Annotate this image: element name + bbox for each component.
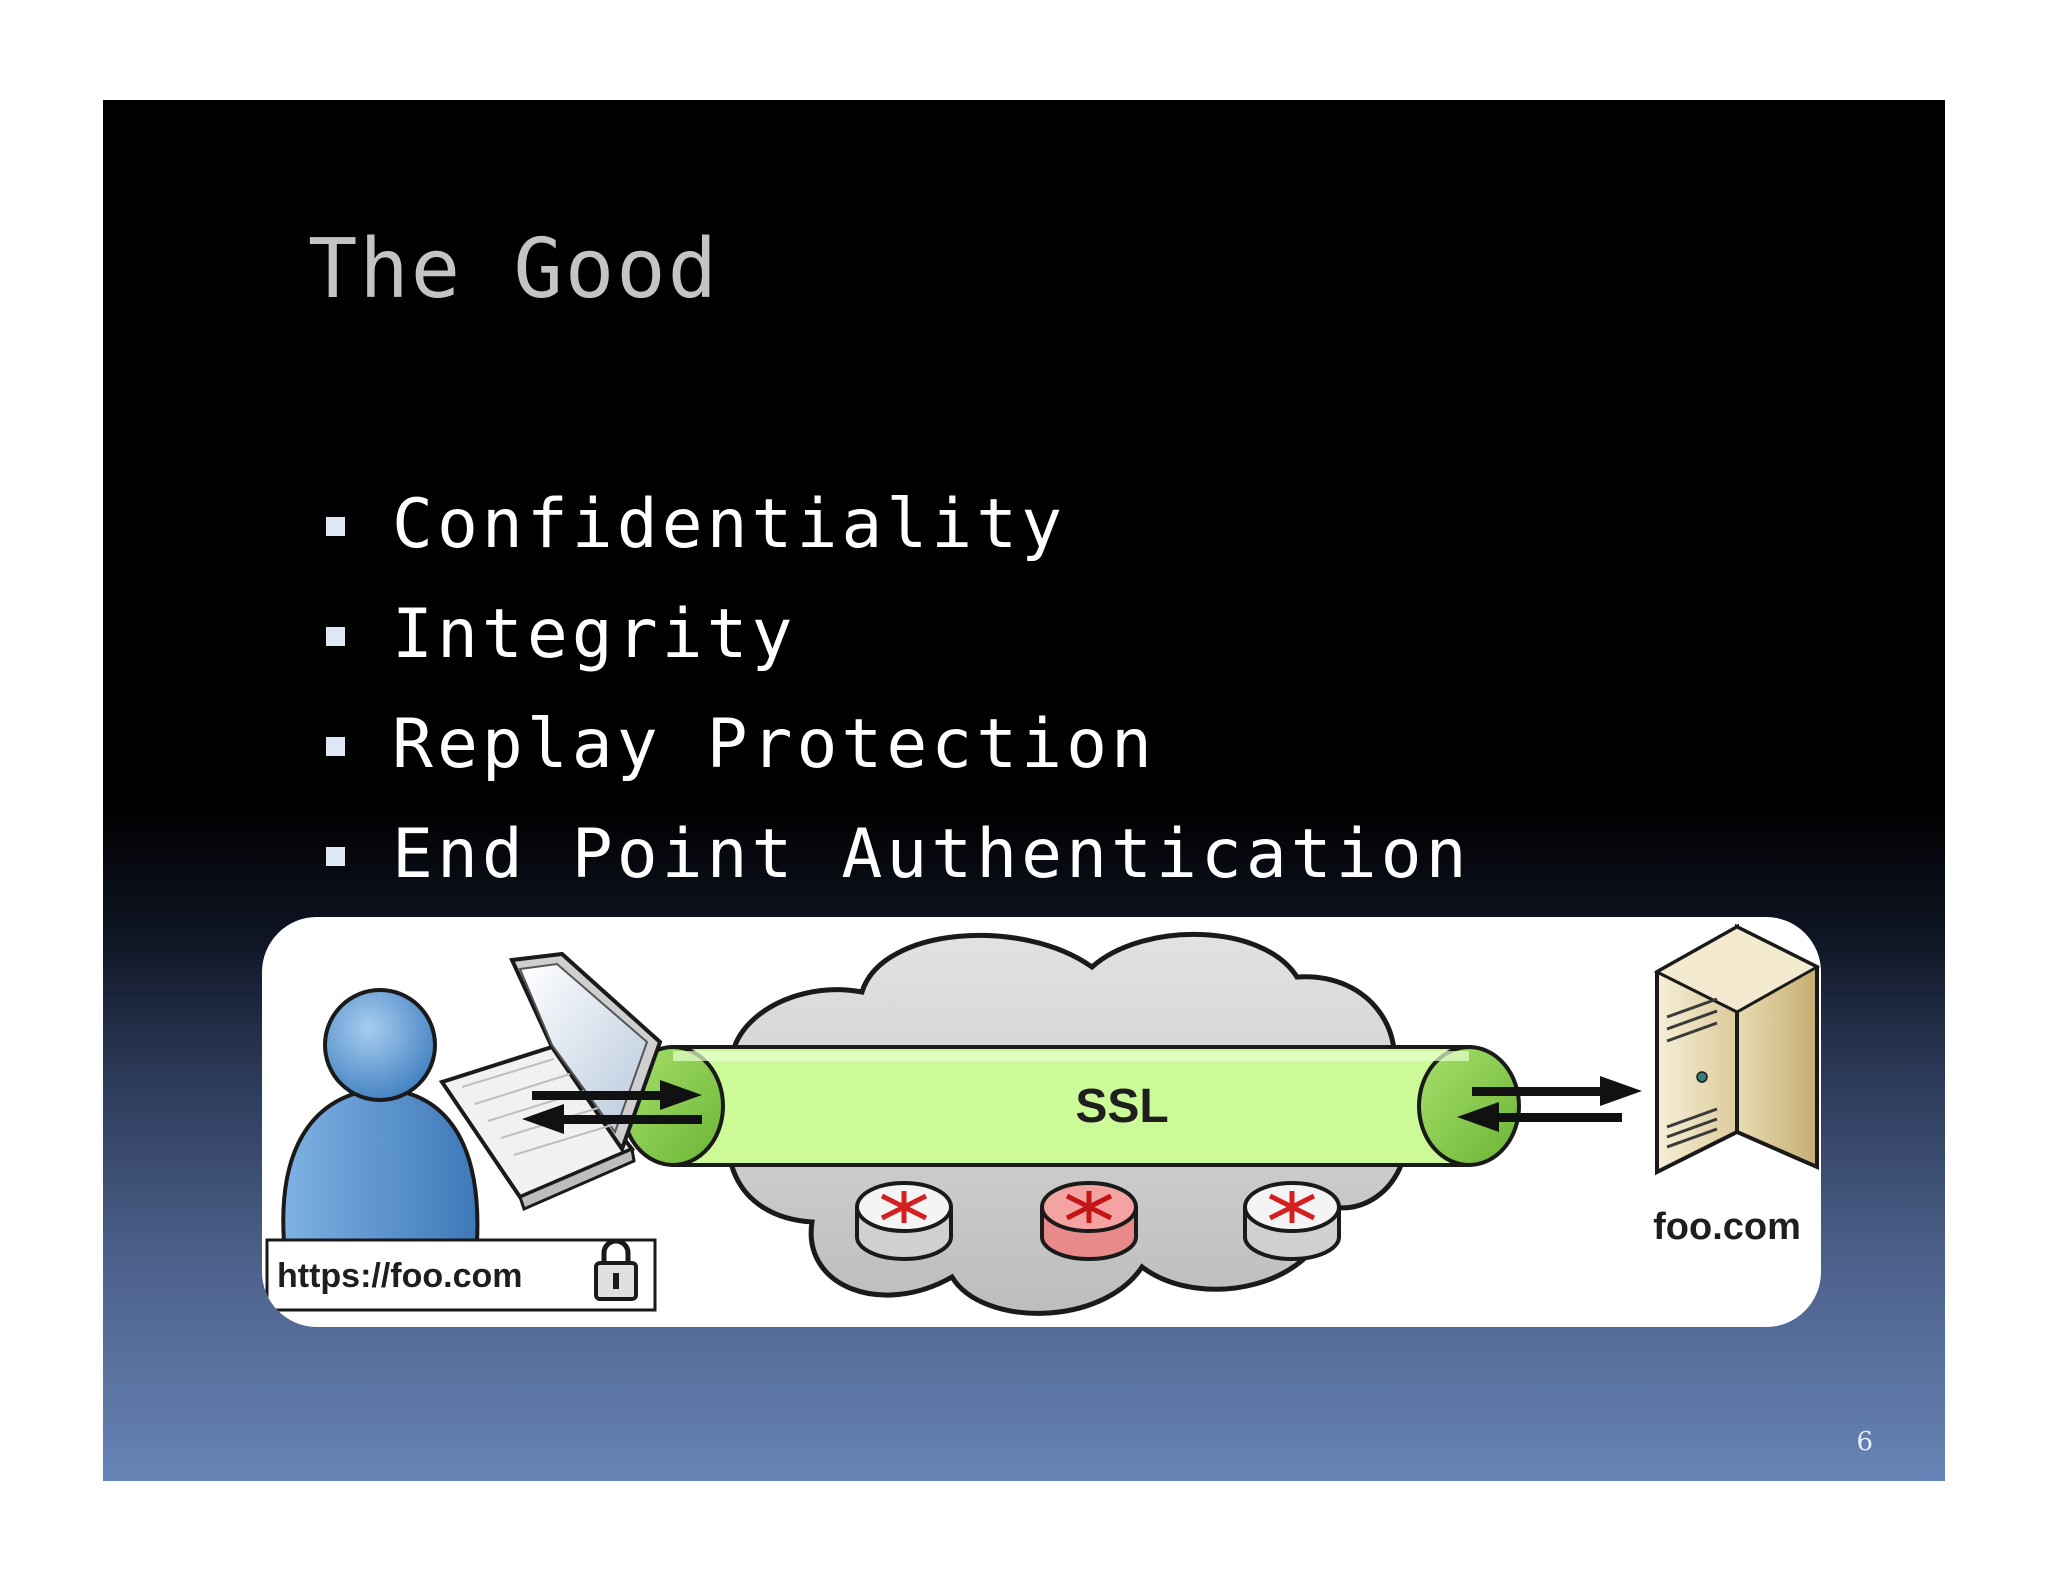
square-bullet-icon (326, 627, 345, 646)
laptop-icon (438, 951, 663, 1212)
square-bullet-icon (326, 517, 345, 536)
server-icon (1653, 923, 1821, 1176)
address-bar: https://foo.com (265, 1238, 657, 1312)
ssl-diagram: SSL (262, 917, 1821, 1327)
user-icon (281, 988, 480, 1244)
lock-icon (594, 1238, 638, 1301)
server-label: foo.com (1653, 1206, 1801, 1248)
slide: The Good Confidentiality Integrity Repla… (103, 100, 1945, 1481)
router-icon (855, 1181, 953, 1261)
bullet-text: Integrity (392, 595, 797, 674)
square-bullet-icon (326, 847, 345, 866)
client-arrows (522, 1080, 702, 1134)
server-arrows (1457, 1076, 1642, 1132)
ssl-label: SSL (1075, 1080, 1168, 1133)
router-icon (1243, 1181, 1341, 1261)
ssl-tunnel: SSL (621, 1045, 1521, 1167)
bullet-text: End Point Authentication (392, 815, 1471, 894)
page-number: 6 (1856, 1427, 1873, 1457)
bullet-text: Replay Protection (392, 705, 1156, 784)
bullet-text: Confidentiality (392, 485, 1067, 564)
square-bullet-icon (326, 737, 345, 756)
address-bar-url: https://foo.com (277, 1257, 523, 1295)
router-icon (1040, 1181, 1138, 1261)
slide-title: The Good (308, 222, 719, 317)
